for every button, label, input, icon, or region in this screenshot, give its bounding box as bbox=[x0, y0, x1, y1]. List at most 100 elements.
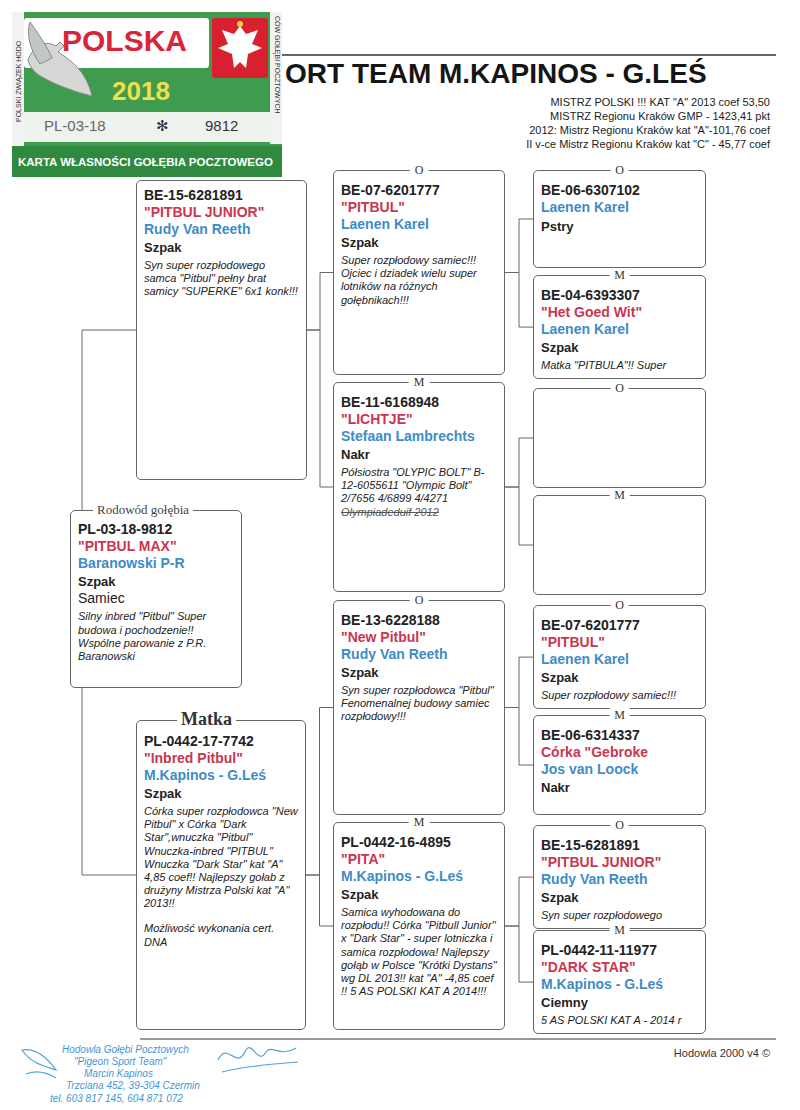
breeder-name: M.Kapinos - G.Leś bbox=[144, 767, 299, 784]
pedigree-connector bbox=[306, 708, 333, 876]
stamp-band-text: KARTA WŁASNOŚCI GOŁĘBIA POCZTOWEGO bbox=[18, 155, 273, 169]
top-rule bbox=[282, 54, 776, 56]
colour: Szpak bbox=[541, 340, 699, 356]
pedigree-connector bbox=[505, 708, 533, 766]
pigeon-name: "DARK STAR" bbox=[541, 959, 699, 976]
pigeon-name: "PITA" bbox=[341, 851, 498, 868]
note-text: Syn super rozpłodowego samca "Pitbul" pe… bbox=[144, 259, 300, 299]
note-text: Matka "PITBULA"!! Super bbox=[541, 359, 699, 372]
breeder-name: M.Kapinos - G.Leś bbox=[341, 868, 498, 885]
breeder-name: Stefaan Lambrechts bbox=[341, 428, 498, 445]
pedigree-box: OBE-13-6228188"New Pitbul"Rudy Van Reeth… bbox=[333, 600, 505, 815]
pedigree-box: OBE-07-6201777"PITBUL"Laenen KarelSzpakS… bbox=[533, 605, 706, 709]
pedigree-box: OBE-15-6281891"PITBUL JUNIOR"Rudy Van Re… bbox=[533, 825, 706, 929]
stamp-number: 9812 bbox=[205, 117, 238, 135]
pigeon-name: "PITBUL" bbox=[541, 634, 699, 651]
pedigree-box: OBE-06-6307102Laenen KarelPstry bbox=[533, 170, 706, 268]
colour: Szpak bbox=[78, 574, 235, 590]
note-text: Samica wyhodowana do rozpłodu!! Córka "P… bbox=[341, 906, 498, 998]
colour: Nakr bbox=[541, 780, 699, 796]
parent-marker: M bbox=[609, 488, 630, 502]
breeder-name: Jos van Loock bbox=[541, 761, 699, 778]
note-text: Syn super rozpłodowego bbox=[541, 909, 699, 922]
ring-number: BE-06-6307102 bbox=[541, 182, 699, 199]
pedigree-connector bbox=[505, 926, 533, 982]
stamp-side-text: CÓW GOŁĘBI POCZTOWYCH bbox=[273, 16, 282, 114]
parent-marker: M bbox=[609, 708, 630, 722]
note-text: 5 AS POLSKI KAT A - 2014 r bbox=[541, 1014, 699, 1027]
ring-number: BE-07-6201777 bbox=[541, 617, 699, 634]
breeder-stamp-line: Marcin Kapinos bbox=[84, 1068, 153, 1080]
colour: Szpak bbox=[541, 670, 699, 686]
pedigree-connector bbox=[307, 330, 333, 487]
ring-number: PL-0442-11-11977 bbox=[541, 942, 699, 959]
parent-marker: O bbox=[410, 163, 429, 177]
box-heading: Matka bbox=[177, 708, 236, 730]
stamp-year: 2018 bbox=[112, 76, 170, 106]
pedigree-box: MBE-06-6314337Córka "GebrokeJos van Looc… bbox=[533, 715, 706, 815]
breeder-stamp-line: tel. 603 817 145, 604 871 072 bbox=[50, 1093, 183, 1105]
ring-number: BE-11-6168948 bbox=[341, 394, 498, 411]
parent-marker: M bbox=[409, 815, 430, 829]
parent-marker: M bbox=[609, 923, 630, 937]
ring-number: BE-15-6281891 bbox=[144, 187, 300, 204]
note-text: Półsiostra "OLYPIC BOLT" B-12-6055611 "O… bbox=[341, 466, 498, 506]
colour: Szpak bbox=[341, 887, 498, 903]
breeder-name: Laenen Karel bbox=[541, 199, 699, 216]
pedigree-box: MPL-0442-16-4895"PITA"M.Kapinos - G.LeśS… bbox=[333, 822, 505, 1030]
pedigree-connector bbox=[505, 273, 533, 328]
colour: Szpak bbox=[144, 786, 299, 802]
pedigree-box: MatkaPL-0442-17-7742"Inbred Pitbul"M.Kap… bbox=[136, 720, 306, 1030]
pigeon-name: "New Pitbul" bbox=[341, 629, 498, 646]
breeder-stamp-line: Trzciana 452, 39-304 Czermin bbox=[66, 1080, 200, 1092]
pedigree-box: O bbox=[533, 388, 706, 488]
achievement-line: MISTRZ POLSKI !!! KAT "A" 2013 coef 53,5… bbox=[550, 95, 770, 109]
ring-number: BE-13-6228188 bbox=[341, 612, 498, 629]
stamp-side-text: POLSKI ZWIĄZEK HODO bbox=[14, 41, 23, 122]
breeder-name: Rudy Van Reeth bbox=[341, 646, 498, 663]
note-text: Córka super rozpłodowca "New Pitbul" x C… bbox=[144, 805, 299, 911]
parent-marker: O bbox=[610, 818, 629, 832]
page-title: ORT TEAM M.KAPINOS - G.LEŚ bbox=[285, 57, 707, 91]
breeder-name: Laenen Karel bbox=[541, 651, 699, 668]
achievement-line: MISTRZ Regionu Kraków GMP - 1423,41 pkt bbox=[550, 109, 770, 123]
pigeon-name: "PITBUL JUNIOR" bbox=[144, 204, 300, 221]
parent-marker: M bbox=[409, 375, 430, 389]
breeder-stamp-line: Hodowla Gołębi Pocztowych bbox=[62, 1044, 189, 1056]
pigeon-name: "PITBUL JUNIOR" bbox=[541, 854, 699, 871]
colour: Szpak bbox=[341, 665, 498, 681]
pedigree-connector bbox=[505, 219, 533, 273]
parent-marker: O bbox=[410, 593, 429, 607]
parent-marker: O bbox=[610, 598, 629, 612]
breeder-name: M.Kapinos - G.Leś bbox=[541, 976, 699, 993]
colour: Szpak bbox=[341, 235, 498, 251]
pigeon-name: "Inbred Pitbul" bbox=[144, 750, 299, 767]
ring-number: BE-15-6281891 bbox=[541, 837, 699, 854]
software-credit: Hodowla 2000 v4 © bbox=[674, 1046, 770, 1060]
ring-number: PL-03-18-9812 bbox=[78, 521, 235, 538]
pigeon-name: Córka "Gebroke bbox=[541, 744, 699, 761]
bottom-rule bbox=[140, 1038, 776, 1039]
ring-number: BE-06-6314337 bbox=[541, 727, 699, 744]
note-text: Syn super rozpłodowca "Pitbul" Fenomenal… bbox=[341, 684, 498, 724]
parent-marker: O bbox=[610, 381, 629, 395]
stamp-country: POLSKA bbox=[62, 24, 187, 58]
pedigree-connector bbox=[306, 875, 333, 926]
breeder-name: Laenen Karel bbox=[341, 216, 498, 233]
achievement-line: II v-ce Mistrz Regionu Kraków kat "C" - … bbox=[526, 137, 770, 151]
note-text: Możliwość wykonania cert. DNA bbox=[144, 922, 299, 948]
pedigree-box: MPL-0442-11-11977"DARK STAR"M.Kapinos - … bbox=[533, 930, 706, 1034]
parent-marker: O bbox=[610, 163, 629, 177]
pigeon-name: "LICHTJE" bbox=[341, 411, 498, 428]
breeder-name: Baranowski P-R bbox=[78, 555, 235, 572]
pigeon-name: "PITBUL" bbox=[341, 199, 498, 216]
breeder-name: Rudy Van Reeth bbox=[541, 871, 699, 888]
pedigree-connector bbox=[82, 330, 136, 510]
box-heading: Rodowód gołębia bbox=[93, 502, 193, 518]
pedigree-connector bbox=[505, 487, 533, 545]
colour: Szpak bbox=[541, 890, 699, 906]
achievement-line: 2012: Mistrz Regionu Kraków kat "A"-101,… bbox=[529, 123, 770, 137]
ring-number: PL-0442-17-7742 bbox=[144, 733, 299, 750]
colour: Nakr bbox=[341, 447, 498, 463]
